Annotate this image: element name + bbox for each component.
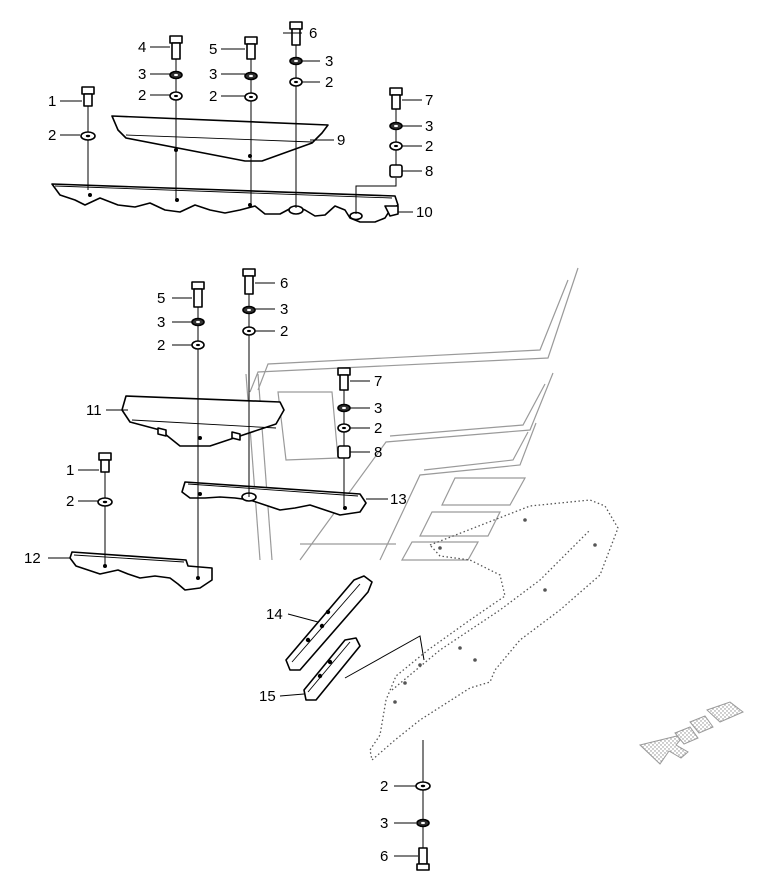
callout-3: 3 <box>209 66 217 83</box>
callout-2: 2 <box>66 493 74 510</box>
fastener-stack-mid-1 <box>97 452 113 566</box>
part-15-clamp-strip <box>303 635 425 701</box>
callout-1: 1 <box>48 93 56 110</box>
callout-3: 3 <box>380 815 388 832</box>
callout-8: 8 <box>374 444 382 461</box>
fastener-stack-5 <box>244 36 258 205</box>
fastener-stack-bottom <box>415 740 431 871</box>
callout-labels: 4 5 6 3 3 3 2 2 2 1 2 7 3 2 9 8 10 6 5 3… <box>24 25 433 865</box>
fastener-stack-left-1 <box>80 86 96 190</box>
part-10-toothed-bracket <box>51 183 399 223</box>
direction-arrow-icon <box>638 701 744 765</box>
callout-3: 3 <box>138 66 146 83</box>
part-13-bracket <box>181 481 367 516</box>
callout-2: 2 <box>425 138 433 155</box>
part-12-toothed-piece <box>69 551 213 591</box>
callout-3: 3 <box>325 53 333 70</box>
fastener-stack-7 <box>355 87 403 214</box>
callout-8: 8 <box>425 163 433 180</box>
callout-4: 4 <box>138 39 146 56</box>
callout-2: 2 <box>48 127 56 144</box>
callout-2: 2 <box>138 87 146 104</box>
part-11-guard <box>121 395 285 447</box>
callout-10: 10 <box>416 204 433 221</box>
callout-2: 2 <box>374 420 382 437</box>
callout-5: 5 <box>209 41 217 58</box>
callout-15: 15 <box>259 688 276 705</box>
fastener-stack-4 <box>169 35 183 200</box>
callout-11: 11 <box>86 402 102 419</box>
fastener-stack-mid-7 <box>337 367 351 508</box>
callout-2: 2 <box>325 74 333 91</box>
callout-6: 6 <box>309 25 317 42</box>
callout-1: 1 <box>66 462 74 479</box>
callout-14: 14 <box>266 606 283 623</box>
callout-3: 3 <box>425 118 433 135</box>
callout-12: 12 <box>24 550 41 567</box>
callout-6: 6 <box>280 275 288 292</box>
callout-leaders <box>48 32 422 857</box>
callout-2: 2 <box>157 337 165 354</box>
fastener-stack-6 <box>289 21 303 208</box>
callout-5: 5 <box>157 290 165 307</box>
callout-2: 2 <box>380 778 388 795</box>
callout-13: 13 <box>390 491 407 508</box>
callout-3: 3 <box>374 400 382 417</box>
callout-9: 9 <box>337 132 345 149</box>
cutter-plate-ghost <box>369 499 619 762</box>
callout-3: 3 <box>157 314 165 331</box>
callout-6: 6 <box>380 848 388 865</box>
callout-7: 7 <box>374 373 382 390</box>
callout-7: 7 <box>425 92 433 109</box>
callout-2: 2 <box>280 323 288 340</box>
part-9-guard-plate <box>111 115 329 162</box>
callout-3: 3 <box>280 301 288 318</box>
callout-2: 2 <box>209 88 217 105</box>
background-frame-ghost <box>245 267 579 561</box>
part-14-clamp-strip <box>285 575 373 671</box>
